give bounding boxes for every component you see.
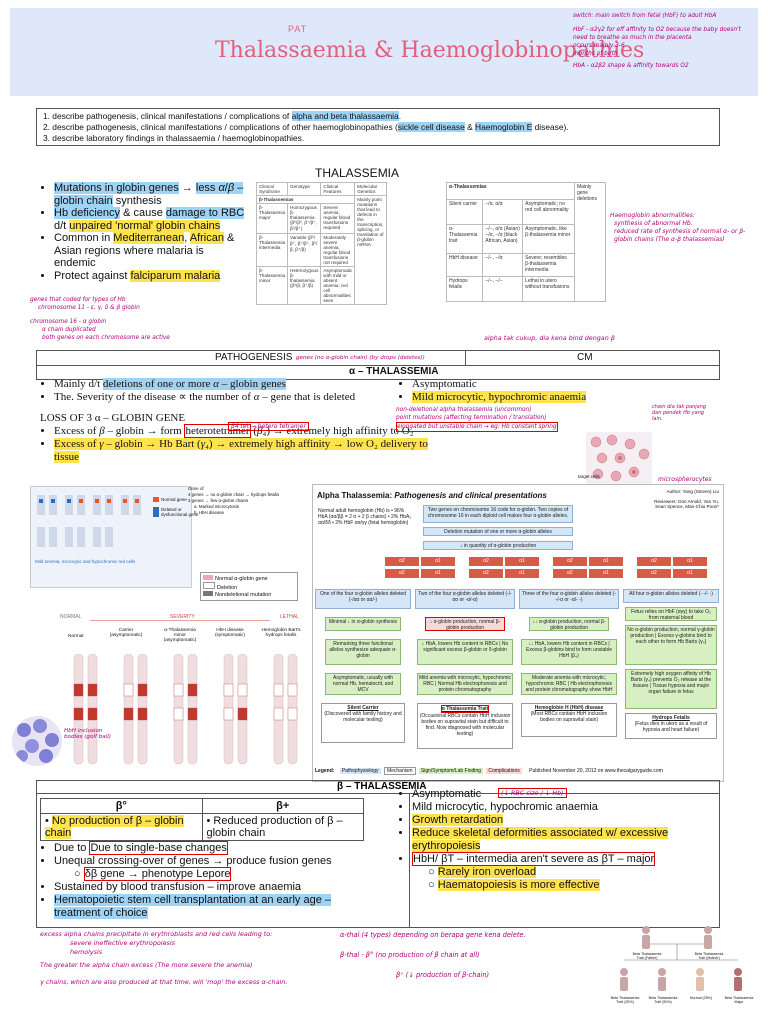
- allele-gene: α2: [637, 569, 671, 578]
- chain-note: chain dia tak panjang dan pendek Hb yang…: [652, 404, 707, 422]
- objective-2: 2. describe pathogenesis, clinical manif…: [43, 122, 569, 132]
- alpha-thal-infographic: Alpha Thalassemia: Pathogenesis and clin…: [312, 484, 724, 782]
- blood-smear-image: [586, 432, 652, 484]
- switch-note: switch: main switch from fetal (HbF) to …: [573, 13, 741, 69]
- allele-gene: α1: [589, 569, 623, 578]
- allele-gene: α2: [553, 557, 587, 566]
- severity-labels: Normal Carrier (asymptomatic) α-Thalasse…: [68, 628, 301, 643]
- alpha-thal-heading: α – THALASSEMIA: [349, 366, 439, 377]
- normal-hb-box: Normal adult hemoglobin (Hb) is • 96% Hb…: [317, 507, 413, 539]
- beta4-note: β4 tet → hetero tetramer: [228, 422, 309, 431]
- beta-type-table: β° β+ • No production of β – globin chai…: [40, 798, 364, 841]
- cm-notes: non-deletional alpha thalassemia (uncomm…: [396, 407, 558, 432]
- haemoglobin-abnormality-notes: Haemoglobin abnormalities: synthesis of …: [610, 212, 746, 243]
- decrease-box: ↓ in quantity of α-globin production: [423, 541, 573, 550]
- loss-title: LOSS OF 3 α – GLOBIN GENE: [40, 412, 186, 424]
- allele-gene: α1: [421, 557, 455, 566]
- diagram-notes: Gene of 4 genes → no α-globin chain → hy…: [188, 486, 280, 515]
- gene-diagram: Normal gene Deleted or dysfunctional gen…: [30, 486, 199, 588]
- target-cells-label: target cells: [578, 474, 600, 479]
- chromosome-pairs-icon: [73, 653, 298, 765]
- flow-col-1: One of the four α-globin alleles deleted…: [313, 589, 413, 759]
- hbh-inclusion-note: HbH inclusion bodies (golf ball): [64, 728, 111, 740]
- microspherocytes-note: microspherocytes: [658, 476, 712, 483]
- allele-gene: α1: [589, 557, 623, 566]
- infographic-reviewers: Reviewers: Don Arnold, Yan Yu, Sean Spen…: [654, 499, 719, 509]
- deletion-box: Deletion mutation of one or more α-globi…: [423, 527, 573, 536]
- flow-col-2: Two of the four α-globin alleles deleted…: [413, 589, 517, 759]
- beta-patho: Due to Due to single-base changes Unequa…: [40, 841, 370, 920]
- pathogenesis-heading: PATHOGENESIS: [215, 352, 293, 363]
- chromosome-icon: [37, 495, 141, 547]
- target-cell-icon: [590, 434, 650, 482]
- title-banner: PAT Thalassaemia & Haemoglobinopathies: [10, 8, 758, 96]
- bottom-notes-right: α-thal (4 types) depending on berapa gen…: [340, 931, 526, 979]
- pedigree-diagram: Beta Thalassemia Trait (Father) Beta Tha…: [608, 920, 758, 1020]
- thal-heading: THALASSEMIA: [315, 166, 400, 180]
- allele-gene: α2: [637, 557, 671, 566]
- diagram-key-deleted: Deleted or dysfunctional gene: [153, 507, 199, 517]
- genes-note: genes (no α-globin chain) (by drops (del…: [296, 355, 425, 361]
- allele-gene: α2: [553, 569, 587, 578]
- patho-cm-header: PATHOGENESIS CM α – THALASSEMIA: [36, 350, 720, 380]
- diagram-key-normal: Normal gene: [153, 497, 187, 502]
- allele-gene: α1: [673, 557, 707, 566]
- allele-gene: α2: [385, 557, 419, 566]
- chromosome-box: Two genes on chromosome 16 code for α-gl…: [423, 505, 573, 523]
- objectives-box: 1. describe pathogenesis, clinical manif…: [36, 108, 720, 146]
- hbh-inclusion-image: [12, 716, 62, 766]
- allele-gene: α2: [385, 569, 419, 578]
- beta-thal-heading: β – THALASSEMIA: [337, 781, 427, 792]
- gene-notes: genes that coded for types of Hb chromos…: [30, 297, 170, 341]
- alpha-link-note: alpha tak cukup, dia kena bind dengan β: [484, 334, 615, 342]
- header-divider: [465, 351, 466, 365]
- person-icon: [620, 926, 742, 991]
- beta-cm: Asymptomatic Mild microcytic, hypochromi…: [398, 788, 718, 892]
- allele-gene: α1: [505, 569, 539, 578]
- golf-ball-cell-icon: [16, 719, 59, 763]
- infographic-title: Alpha Thalassemia: Pathogenesis and clin…: [317, 491, 547, 500]
- allele-gene: α2: [469, 569, 503, 578]
- diagram-caption: Mild anemia, microcytic and hypochromic …: [35, 559, 136, 564]
- objective-3: 3. describe laboratory findings in thala…: [43, 133, 305, 143]
- allele-gene: α1: [673, 569, 707, 578]
- alpha-cm: Asymptomatic Mild microcytic, hypochromi…: [398, 378, 718, 404]
- kicker: PAT: [288, 24, 308, 34]
- infographic-author: Author: Yang (Steven) Liu: [666, 489, 719, 494]
- flow-col-4: All four α-globin alleles deleted (- -/-…: [621, 589, 723, 779]
- allele-gene: α2: [469, 557, 503, 566]
- cm-heading: CM: [577, 352, 593, 363]
- diagram-legend: Normal α-globin gene Deletion Nondeletio…: [200, 572, 298, 601]
- allele-gene: α1: [421, 569, 455, 578]
- severity-scale: NORMAL SEVERITY LETHAL: [60, 614, 299, 621]
- objective-1: 1. describe pathogenesis, clinical manif…: [43, 111, 402, 121]
- bottom-notes-left: excess alpha chains precipitate in eryth…: [40, 930, 288, 986]
- beta-divider: [409, 793, 410, 927]
- beta-heading-rule: [37, 793, 719, 794]
- infographic-legend: Legend: Pathophysiology Mechanism Sign/S…: [315, 767, 663, 775]
- beta-thal-section: β – THALASSEMIA: [36, 780, 720, 928]
- rbc-size-note: (↓ RBC size / ↓ Hb): [498, 788, 567, 798]
- gene-chromosomes: [60, 653, 306, 778]
- alpha-patho: Mainly d/t deletions of one or more α – …: [40, 378, 432, 464]
- thal-bullets: Mutations in globin genes → less α/β – g…: [40, 182, 245, 282]
- page-title: Thalassaemia & Haemoglobinopathies: [215, 38, 645, 63]
- flow-col-3: Three of the four α-globin alleles delet…: [517, 589, 621, 759]
- header-rule: [37, 365, 719, 366]
- allele-gene: α1: [505, 557, 539, 566]
